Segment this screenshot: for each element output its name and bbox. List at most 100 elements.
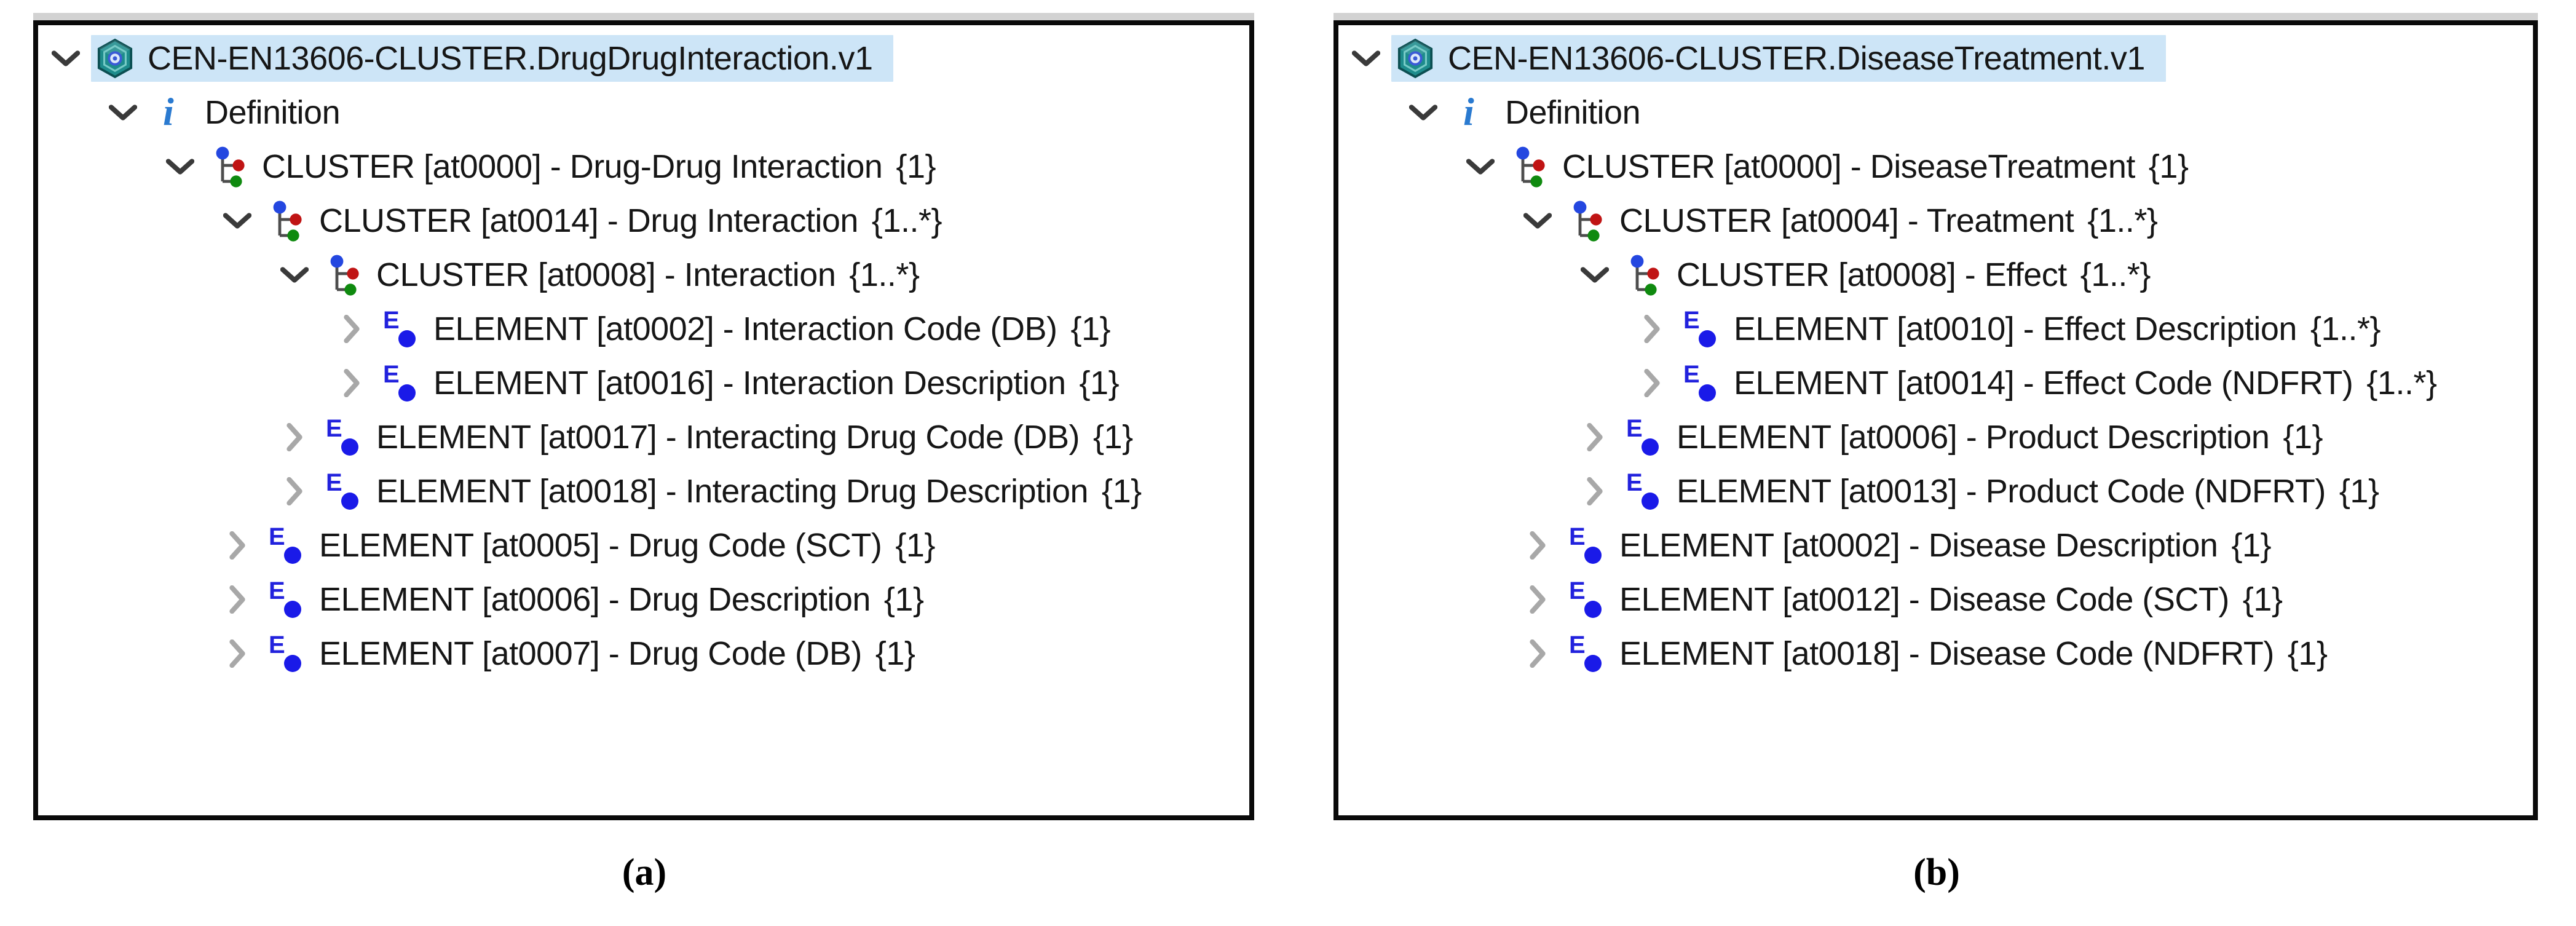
tree-node[interactable]: E ELEMENT [at0017] - Interacting Drug Co…	[38, 410, 1249, 464]
node-content: i Definition	[1448, 90, 1648, 135]
archetype-tree-panel-b: CEN-EN13606-CLUSTER.DiseaseTreatment.v1 …	[1333, 20, 2538, 820]
tree-node[interactable]: E ELEMENT [at0002] - Interaction Code (D…	[38, 302, 1249, 356]
tree-node[interactable]: i Definition	[1338, 85, 2533, 140]
chevron-right-icon[interactable]	[279, 423, 310, 451]
svg-text:E: E	[1683, 363, 1700, 388]
occurrences-constraint: {1}	[2283, 419, 2323, 456]
tree-node-label: CLUSTER [at0000] - Drug-Drug Interaction	[262, 148, 883, 185]
archetype-icon	[1396, 38, 1434, 79]
chevron-down-icon[interactable]	[1408, 104, 1439, 121]
archetype-icon	[96, 38, 134, 79]
chevron-right-icon[interactable]	[222, 639, 253, 668]
tree-node[interactable]: CLUSTER [at0008] - Effect {1..*}	[1338, 248, 2533, 302]
chevron-down-icon[interactable]	[165, 158, 196, 175]
tree-node-label: CLUSTER [at0014] - Drug Interaction	[319, 202, 858, 239]
selected-node-content: CEN-EN13606-CLUSTER.DiseaseTreatment.v1	[1391, 35, 2166, 82]
tree-node[interactable]: i Definition	[38, 85, 1249, 140]
chevron-right-icon[interactable]	[1637, 369, 1667, 397]
element-icon: E	[1625, 471, 1663, 512]
element-icon: E	[267, 525, 306, 566]
chevron-right-icon[interactable]	[1522, 531, 1553, 560]
chevron-right-icon[interactable]	[336, 369, 367, 397]
tree-node-label: ELEMENT [at0006] - Product Description	[1677, 419, 2270, 456]
tree-node[interactable]: CLUSTER [at0000] - Drug-Drug Interaction…	[38, 140, 1249, 194]
element-icon: E	[1568, 525, 1606, 566]
chevron-right-icon[interactable]	[1522, 639, 1553, 668]
tree-node[interactable]: CEN-EN13606-CLUSTER.DrugDrugInteraction.…	[38, 31, 1249, 85]
tree-node-label: ELEMENT [at0016] - Interaction Descripti…	[433, 365, 1066, 402]
occurrences-constraint: {1}	[2231, 527, 2272, 564]
tree-node[interactable]: CLUSTER [at0000] - DiseaseTreatment {1}	[1338, 140, 2533, 194]
tree-node-label: ELEMENT [at0018] - Interacting Drug Desc…	[376, 473, 1089, 510]
window-edge-a	[33, 13, 1254, 21]
occurrences-constraint: {1}	[1102, 473, 1142, 510]
tree-node[interactable]: E ELEMENT [at0013] - Product Code (NDFRT…	[1338, 464, 2533, 518]
chevron-down-icon[interactable]	[108, 104, 138, 121]
node-content: E ELEMENT [at0018] - Disease Code (NDFRT…	[1563, 630, 2335, 677]
chevron-right-icon[interactable]	[1637, 315, 1667, 343]
tree-node-label: CLUSTER [at0000] - DiseaseTreatment	[1562, 148, 2135, 185]
node-content: E ELEMENT [at0006] - Drug Description{1}	[263, 576, 931, 623]
chevron-down-icon[interactable]	[1351, 50, 1381, 67]
tree-node[interactable]: E ELEMENT [at0012] - Disease Code (SCT){…	[1338, 572, 2533, 627]
element-icon: E	[267, 579, 306, 620]
chevron-right-icon[interactable]	[1579, 477, 1610, 505]
occurrences-constraint: {1}	[1079, 365, 1120, 402]
node-content: CLUSTER [at0008] - Effect {1..*}	[1620, 250, 2158, 300]
tree-node[interactable]: E ELEMENT [at0007] - Drug Code (DB){1}	[38, 627, 1249, 681]
chevron-down-icon[interactable]	[279, 266, 310, 283]
occurrences-constraint: {1}	[875, 635, 915, 672]
tree-view-a: CEN-EN13606-CLUSTER.DrugDrugInteraction.…	[38, 25, 1249, 681]
chevron-right-icon[interactable]	[1579, 423, 1610, 451]
node-content: CLUSTER [at0000] - Drug-Drug Interaction…	[205, 141, 943, 192]
tree-node[interactable]: E ELEMENT [at0010] - Effect Description{…	[1338, 302, 2533, 356]
chevron-down-icon[interactable]	[1579, 266, 1610, 283]
svg-text:E: E	[383, 363, 400, 388]
tree-node-label: ELEMENT [at0017] - Interacting Drug Code…	[376, 419, 1080, 456]
tree-node[interactable]: CEN-EN13606-CLUSTER.DiseaseTreatment.v1	[1338, 31, 2533, 85]
node-content: E ELEMENT [at0014] - Effect Code (NDFRT)…	[1677, 360, 2444, 406]
occurrences-constraint: {1..*}	[2366, 365, 2437, 402]
occurrences-constraint: {1}	[2148, 148, 2189, 185]
chevron-down-icon[interactable]	[222, 212, 253, 229]
chevron-right-icon[interactable]	[279, 477, 310, 505]
svg-text:E: E	[383, 309, 400, 334]
tree-node[interactable]: E ELEMENT [at0018] - Disease Code (NDFRT…	[1338, 627, 2533, 681]
chevron-right-icon[interactable]	[1522, 585, 1553, 614]
node-content: i Definition	[148, 90, 347, 135]
chevron-down-icon[interactable]	[1465, 158, 1496, 175]
info-icon: i	[1453, 93, 1491, 132]
chevron-down-icon[interactable]	[1522, 212, 1553, 229]
tree-node[interactable]: CLUSTER [at0008] - Interaction{1..*}	[38, 248, 1249, 302]
svg-text:E: E	[269, 579, 285, 604]
node-content: CLUSTER [at0000] - DiseaseTreatment {1}	[1506, 141, 2196, 192]
tree-node-label: CLUSTER [at0008] - Interaction	[376, 256, 836, 293]
element-icon: E	[1625, 417, 1663, 457]
archetype-tree-panel-a: CEN-EN13606-CLUSTER.DrugDrugInteraction.…	[33, 20, 1254, 820]
svg-text:i: i	[1463, 93, 1474, 132]
tree-node[interactable]: CLUSTER [at0014] - Drug Interaction{1..*…	[38, 194, 1249, 248]
element-icon: E	[382, 309, 420, 349]
tree-node[interactable]: E ELEMENT [at0006] - Product Description…	[1338, 410, 2533, 464]
subfigure-label-b: (b)	[1913, 852, 1960, 893]
occurrences-constraint: {1}	[896, 148, 936, 185]
tree-node[interactable]: E ELEMENT [at0006] - Drug Description{1}	[38, 572, 1249, 627]
svg-text:E: E	[1626, 417, 1643, 442]
chevron-right-icon[interactable]	[222, 531, 253, 560]
chevron-right-icon[interactable]	[336, 315, 367, 343]
node-content: E ELEMENT [at0005] - Drug Code (SCT){1}	[263, 522, 942, 569]
chevron-right-icon[interactable]	[222, 585, 253, 614]
svg-text:E: E	[269, 525, 285, 550]
tree-node-label: ELEMENT [at0018] - Disease Code (NDFRT)	[1619, 635, 2274, 672]
node-content: E ELEMENT [at0002] - Disease Description…	[1563, 522, 2278, 569]
tree-node[interactable]: E ELEMENT [at0018] - Interacting Drug De…	[38, 464, 1249, 518]
node-content: E ELEMENT [at0006] - Product Description…	[1620, 414, 2330, 461]
occurrences-constraint: {1..*}	[2080, 256, 2151, 293]
tree-node[interactable]: E ELEMENT [at0014] - Effect Code (NDFRT)…	[1338, 356, 2533, 410]
tree-node[interactable]: E ELEMENT [at0016] - Interaction Descrip…	[38, 356, 1249, 410]
tree-node[interactable]: E ELEMENT [at0005] - Drug Code (SCT){1}	[38, 518, 1249, 572]
tree-node[interactable]: E ELEMENT [at0002] - Disease Description…	[1338, 518, 2533, 572]
tree-node[interactable]: CLUSTER [at0004] - Treatment{1..*}	[1338, 194, 2533, 248]
tree-node-label: CLUSTER [at0008] - Effect	[1677, 256, 2067, 293]
chevron-down-icon[interactable]	[50, 50, 81, 67]
